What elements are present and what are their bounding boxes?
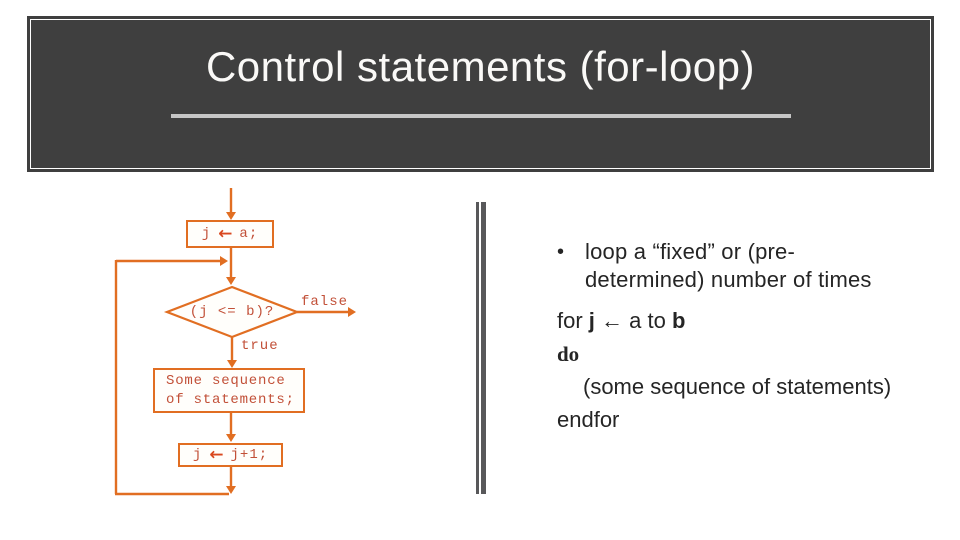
flowchart-increment-box: j ← j+1; (178, 443, 283, 467)
flow-arrow-true (227, 337, 237, 368)
for-arrow-icon: ← (594, 308, 630, 333)
true-branch-label: true (241, 338, 279, 354)
pseudocode-body-line: (some sequence of statements) (583, 374, 892, 399)
init-variable: j (201, 226, 212, 242)
for-range: a to (629, 308, 672, 333)
bullet-text: loop a “fixed” or (pre- determined) numb… (585, 238, 872, 294)
pseudocode-endfor-line: endfor (557, 407, 620, 432)
for-keyword: for (557, 308, 589, 333)
divider-thick-line (481, 202, 486, 494)
page-title: Control statements (for-loop) (205, 43, 756, 90)
init-value: a; (239, 226, 259, 242)
body-line-1: Some sequence (166, 372, 286, 389)
assign-arrow-icon: ← (218, 223, 233, 244)
flow-arrow-body-to-increment (226, 413, 236, 442)
flowchart-init-box: j ← a; (186, 220, 274, 248)
divider-thin-line (476, 202, 479, 494)
slide-header: Control statements (for-loop) (27, 16, 934, 172)
for-variable: j (588, 308, 595, 333)
flow-arrow-init-to-condition (226, 248, 236, 285)
bullet-item: • loop a “fixed” or (pre- determined) nu… (557, 238, 949, 294)
body-line-2: of statements; (166, 391, 295, 408)
section-divider (476, 202, 486, 494)
increment-variable: j (192, 447, 203, 463)
flowchart-body-box: Some sequence of statements; (153, 368, 305, 413)
for-bound: b (671, 308, 686, 333)
false-branch-label: false (301, 294, 349, 310)
pseudocode-for-line: for j ← a to b (557, 306, 949, 336)
explanation-panel: • loop a “fixed” or (pre- determined) nu… (557, 238, 949, 438)
assign-arrow-icon: ← (209, 444, 224, 465)
increment-value: j+1; (230, 447, 269, 463)
pseudocode-do-line: do (557, 342, 580, 366)
flow-loopback-path (114, 256, 236, 496)
pseudocode-block: for j ← a to b do (some sequence of stat… (557, 306, 949, 435)
bullet-text-line-1: loop a “fixed” or (pre- (585, 239, 796, 264)
bullet-icon: • (557, 241, 565, 263)
flow-arrow-entry (226, 188, 236, 220)
bullet-text-line-2: determined) number of times (585, 267, 872, 292)
flow-arrow-false (297, 307, 356, 317)
flowchart-condition-text: (j <= b)? (189, 304, 275, 320)
title-underline (170, 114, 791, 118)
